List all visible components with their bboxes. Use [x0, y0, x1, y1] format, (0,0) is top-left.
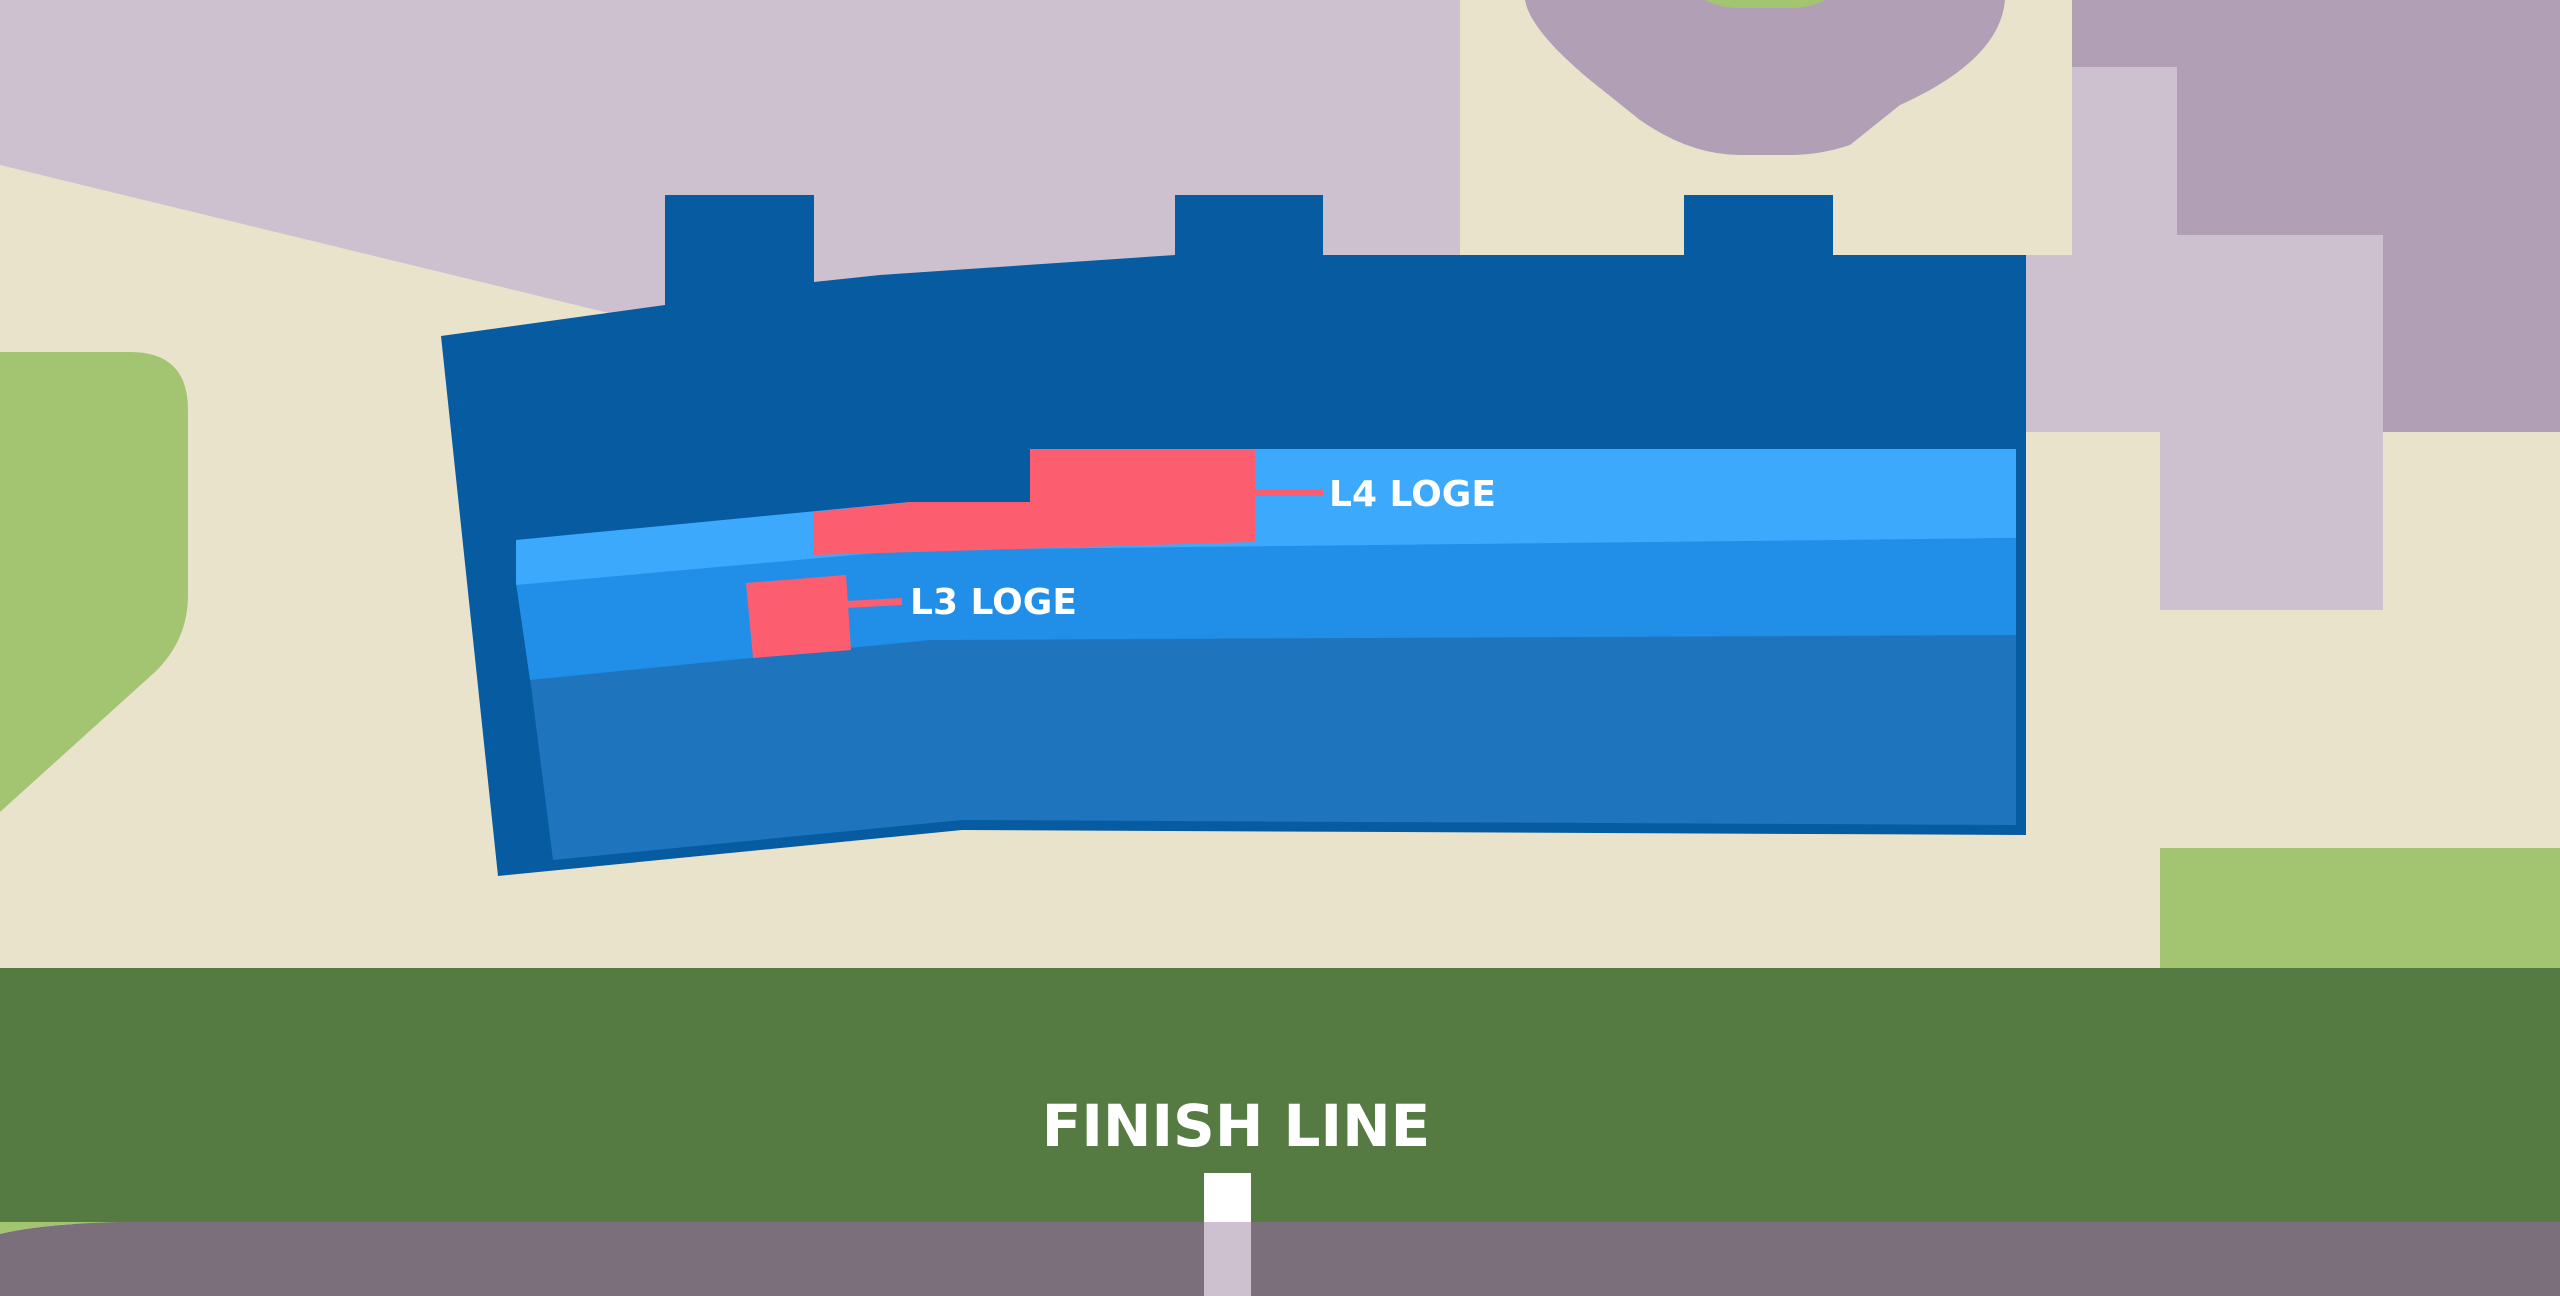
building-rotunda [1525, 0, 2005, 155]
finish-line-post [1204, 1173, 1251, 1224]
building-northeast-dark [2072, 0, 2560, 432]
road [0, 1222, 2560, 1296]
l4-loge-label[interactable]: L4 LOGE [1329, 474, 1496, 515]
l4-loge-pointer [1255, 489, 1323, 496]
race-track [0, 968, 2560, 1224]
seating-lower [530, 635, 2016, 860]
finish-line-label: FINISH LINE [1042, 1092, 1431, 1160]
l3-loge-area[interactable] [746, 575, 851, 658]
green-space-east [2160, 848, 2560, 968]
rotunda-garden [1705, 0, 1825, 8]
finish-line-post-shadow [1204, 1222, 1251, 1296]
l3-loge-pointer [846, 598, 902, 608]
l3-loge-label[interactable]: L3 LOGE [910, 582, 1077, 623]
road-verge [0, 1222, 120, 1234]
seating-level-3 [516, 538, 2016, 680]
green-space-west [0, 352, 188, 812]
l4-loge-area[interactable] [814, 449, 1255, 555]
